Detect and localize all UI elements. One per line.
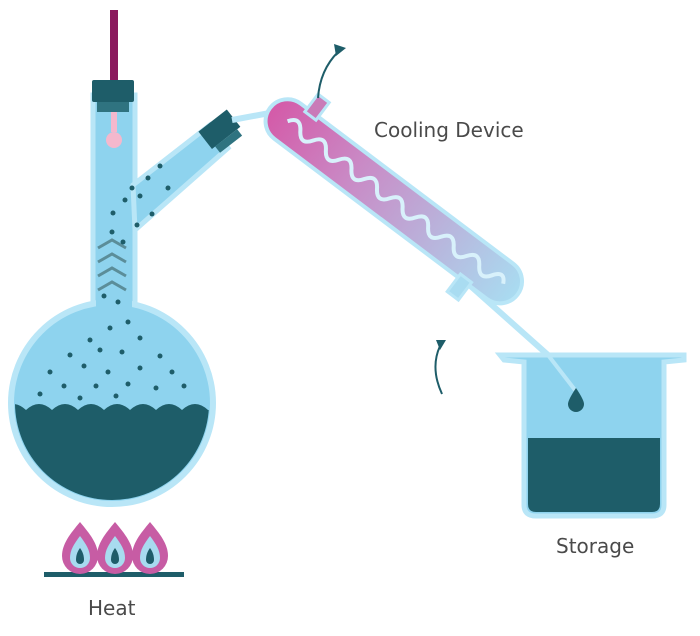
heat-label: Heat [88, 596, 136, 620]
condenser [263, 92, 525, 306]
stopper [92, 80, 134, 112]
flames [62, 522, 168, 574]
burner [44, 522, 184, 577]
beaker [494, 352, 687, 519]
distillate [528, 438, 660, 512]
water-inlet [445, 271, 474, 303]
vapor-bubbles [37, 163, 187, 401]
storage-label: Storage [556, 534, 635, 558]
droplet [568, 388, 584, 412]
coil [286, 118, 506, 285]
thermometer-rod [110, 10, 118, 80]
cooling-device-label: Cooling Device [374, 118, 524, 142]
side-arm [130, 121, 232, 236]
thermometer [106, 112, 122, 148]
side-arm-stopper [198, 109, 243, 153]
connector-tube [231, 108, 550, 358]
inlet-arrow [434, 340, 446, 395]
outlet-arrow [317, 44, 346, 99]
water-outlet [302, 92, 332, 123]
neck-chevrons [97, 238, 127, 292]
